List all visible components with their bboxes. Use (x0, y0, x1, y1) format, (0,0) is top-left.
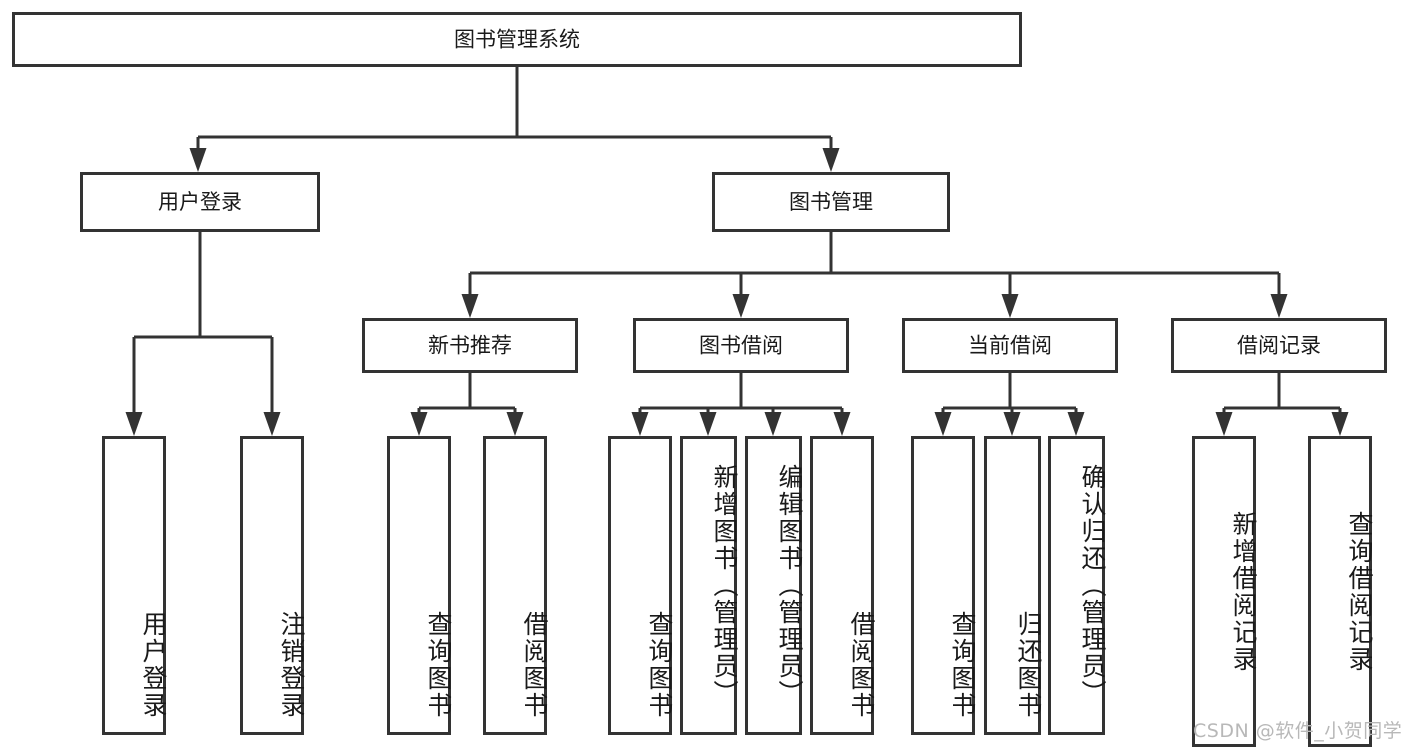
node-box-new-book-recommend[interactable] (362, 318, 578, 373)
arrow-connector (506, 408, 524, 436)
node-leaf-add-record[interactable] (1192, 436, 1256, 747)
connector-bus-root (198, 67, 831, 139)
node-user-login[interactable]: 用户登录 (80, 172, 320, 232)
node-leaf-add-book[interactable] (680, 436, 737, 735)
connector-bus-new-book (419, 373, 515, 410)
arrow-connector (1215, 408, 1233, 436)
node-label-user-login: 用户登录 (158, 190, 242, 214)
node-label-new-book-recommend: 新书推荐 (428, 334, 512, 358)
arrow-connector (833, 408, 851, 436)
node-book-management[interactable]: 图书管理 (712, 172, 950, 232)
node-box-book-management[interactable] (712, 172, 950, 232)
edges-layer (134, 67, 1340, 410)
node-box-leaf-query-book-2[interactable] (608, 436, 672, 735)
node-box-leaf-query-record[interactable] (1308, 436, 1372, 747)
node-label-book-borrow: 图书借阅 (699, 334, 783, 358)
node-box-leaf-borrow-book-2[interactable] (810, 436, 874, 735)
node-leaf-query-book-2[interactable] (608, 436, 672, 735)
node-box-leaf-user-login[interactable] (102, 436, 166, 735)
connector-bus-book-borrow (640, 373, 842, 410)
node-leaf-return-book[interactable] (984, 436, 1041, 735)
node-leaf-user-login[interactable] (102, 436, 166, 735)
node-box-borrow-record[interactable] (1171, 318, 1387, 373)
node-box-leaf-add-record[interactable] (1192, 436, 1256, 747)
connector-bus-user-login (134, 232, 272, 339)
node-box-leaf-query-book-3[interactable] (911, 436, 975, 735)
node-box-leaf-add-book[interactable] (680, 436, 737, 735)
node-box-user-login[interactable] (80, 172, 320, 232)
node-box-leaf-edit-book[interactable] (745, 436, 802, 735)
node-leaf-edit-book[interactable] (745, 436, 802, 735)
connector-bus-borrow-record (1224, 373, 1340, 410)
node-box-leaf-query-book-1[interactable] (387, 436, 451, 735)
node-leaf-borrow-book-2[interactable] (810, 436, 874, 735)
node-current-borrow[interactable]: 当前借阅 (902, 318, 1118, 373)
node-root[interactable]: 图书管理系统 (12, 12, 1022, 67)
node-leaf-query-book-1[interactable] (387, 436, 451, 735)
node-label-current-borrow: 当前借阅 (968, 334, 1052, 358)
node-leaf-confirm-return[interactable] (1048, 436, 1105, 735)
node-label-root: 图书管理系统 (454, 28, 580, 52)
arrow-connector (410, 408, 428, 436)
csdn-watermark: CSDN @软件_小贺同学 (1193, 720, 1403, 742)
arrow-connector (263, 337, 281, 436)
arrow-connector (461, 273, 479, 318)
node-leaf-query-book-3[interactable] (911, 436, 975, 735)
arrow-connector (1067, 408, 1085, 436)
node-label-book-management: 图书管理 (789, 190, 873, 214)
arrow-connector (699, 408, 717, 436)
arrow-connector (125, 337, 143, 436)
arrow-heads-layer (125, 137, 1349, 436)
arrow-connector (934, 408, 952, 436)
node-box-leaf-return-book[interactable] (984, 436, 1041, 735)
arrow-connector (732, 273, 750, 318)
node-leaf-borrow-book-1[interactable] (483, 436, 547, 735)
node-leaf-query-record[interactable] (1308, 436, 1372, 747)
arrow-connector (631, 408, 649, 436)
arrow-connector (764, 408, 782, 436)
arrow-connector (189, 137, 207, 172)
node-box-leaf-borrow-book-1[interactable] (483, 436, 547, 735)
node-box-book-borrow[interactable] (633, 318, 849, 373)
node-box-leaf-logout[interactable] (240, 436, 304, 735)
node-box-root[interactable] (12, 12, 1022, 67)
arrow-connector (1001, 273, 1019, 318)
arrow-connector (1270, 273, 1288, 318)
node-new-book-recommend[interactable]: 新书推荐 (362, 318, 578, 373)
node-label-borrow-record: 借阅记录 (1237, 334, 1321, 358)
node-box-leaf-confirm-return[interactable] (1048, 436, 1105, 735)
connector-bus-book-management (470, 232, 1279, 275)
node-leaf-logout[interactable] (240, 436, 304, 735)
arrow-connector (822, 137, 840, 172)
node-book-borrow[interactable]: 图书借阅 (633, 318, 849, 373)
node-box-current-borrow[interactable] (902, 318, 1118, 373)
arrow-connector (1331, 408, 1349, 436)
connector-bus-current-borrow (943, 373, 1076, 410)
node-borrow-record[interactable]: 借阅记录 (1171, 318, 1387, 373)
arrow-connector (1003, 408, 1021, 436)
